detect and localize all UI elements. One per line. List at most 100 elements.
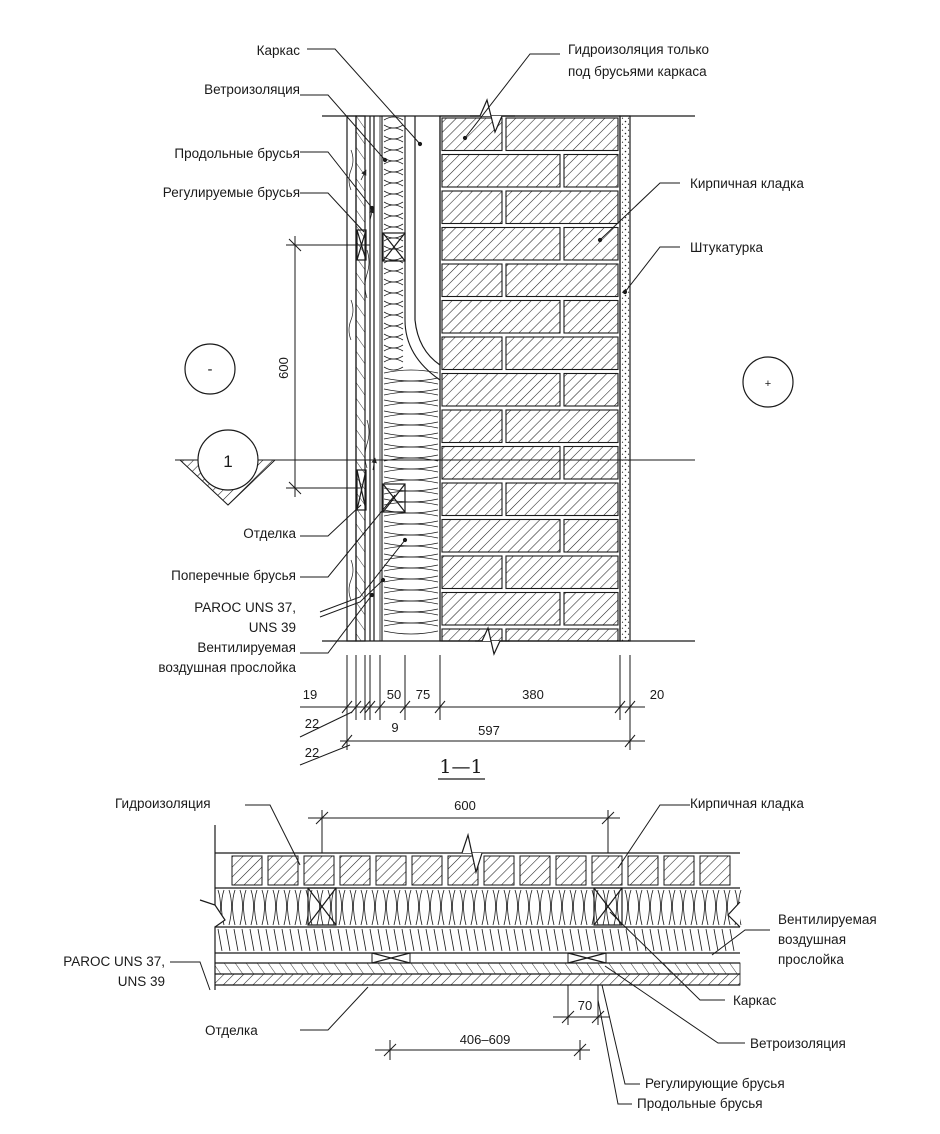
insulation-fiber: [383, 575, 439, 580]
insulation-fiber: [383, 597, 439, 602]
plan-insulation-fiber: [617, 928, 623, 952]
plan-insulation-fiber: [649, 928, 655, 952]
plan-insulation-fiber: [298, 889, 302, 926]
plan-label-otdelka: Отделка: [205, 1023, 258, 1038]
label-vent-1: Вентилируемая: [197, 640, 296, 655]
insulation-fiber: [383, 259, 404, 264]
break-marks: [470, 98, 515, 656]
plan-insulation-fiber: [419, 889, 423, 926]
plan-insulation-fiber: [449, 928, 455, 952]
plan-insulation-fiber: [625, 928, 631, 952]
insulation-fiber: [383, 182, 404, 187]
plan-label-vetroizol: Ветроизоляция: [750, 1036, 846, 1051]
plan-insulation-fiber: [217, 928, 223, 952]
plan-insulation-fiber: [705, 889, 709, 926]
insulation-fiber: [383, 336, 404, 341]
insulation-fiber: [383, 534, 439, 539]
plan-insulation-fiber: [628, 889, 632, 926]
plan-insulation-fiber: [287, 889, 291, 926]
insulation-fiber: [383, 135, 404, 140]
insulation-fiber: [383, 377, 439, 382]
plan-insulation-fiber: [551, 889, 555, 926]
plan-label-prodol: Продольные брусья: [637, 1096, 763, 1111]
plan-insulation-fiber: [497, 928, 503, 952]
plan-insulation-fiber: [342, 889, 346, 926]
dim-22a: 22: [305, 716, 319, 731]
plan-insulation-fiber: [503, 889, 507, 926]
plan-insulation-fiber: [437, 889, 441, 926]
plan-insulation-fiber: [525, 889, 529, 926]
plan-insulation-fiber: [294, 889, 298, 926]
plan-insulation-fiber: [426, 889, 430, 926]
insulation-fiber: [383, 278, 404, 283]
plan-insulation-fiber: [273, 928, 279, 952]
insulation-fiber: [383, 193, 404, 198]
dim-22b: 22: [305, 745, 319, 760]
insulation-fiber: [383, 116, 404, 121]
plan-insulation-fiber: [249, 928, 255, 952]
plan-insulation-fiber: [371, 889, 375, 926]
insulation-fiber: [383, 369, 439, 374]
plan-insulation-fiber: [243, 889, 247, 926]
plan-insulation-fiber: [364, 889, 368, 926]
plan-insulation-fiber: [690, 889, 694, 926]
plan-insulation-fiber: [386, 889, 390, 926]
plan-insulation-fiber: [562, 889, 566, 926]
plan-longitudinal-layer: [214, 973, 741, 986]
brick-masonry: [441, 117, 619, 642]
plan-insulation-fiber: [272, 889, 276, 926]
plan-finish-layer: [214, 962, 741, 975]
dim-9: 9: [391, 720, 398, 735]
plan-insulation-fiber: [320, 889, 324, 926]
plan-insulation-fiber: [474, 889, 478, 926]
insulation-fiber: [383, 237, 404, 242]
insulation-fiber: [383, 322, 404, 327]
plan-insulation-fiber: [305, 889, 309, 926]
plan-insulation-fiber: [641, 928, 647, 952]
minus-sign: -: [208, 361, 213, 378]
plan-insulation-fiber: [316, 889, 320, 926]
insulation-fiber: [383, 190, 404, 195]
plus-sign: +: [765, 378, 771, 390]
plan-insulation-fiber: [345, 928, 351, 952]
insulation-fiber: [383, 564, 439, 569]
plan-insulation-fiber: [712, 889, 716, 926]
insulation-fiber: [383, 435, 439, 440]
insulation-fiber: [383, 168, 404, 173]
dim-597: 597: [478, 723, 500, 738]
label-prodol: Продольные брусья: [174, 146, 300, 161]
insulation-fiber: [383, 490, 439, 495]
plan-insulation-fiber: [496, 889, 500, 926]
plan-insulation-fiber: [265, 928, 271, 952]
plan-insulation-fiber: [657, 928, 663, 952]
plan-insulation-fiber: [448, 889, 452, 926]
plan-insulation-fiber: [553, 928, 559, 952]
plan-break-marks: [199, 832, 741, 928]
insulation-fiber: [383, 171, 404, 176]
label-vetroizol: Ветроизоляция: [204, 82, 300, 97]
plan-insulation-fiber: [609, 928, 615, 952]
plan-insulation-fiber: [241, 928, 247, 952]
insulation-fiber: [383, 586, 439, 591]
insulation-fiber: [383, 600, 439, 605]
plan-insulation-fiber: [470, 889, 474, 926]
plan-insulation-fiber: [716, 889, 720, 926]
label-vent-2: воздушная прослойка: [158, 660, 296, 675]
plan-dims: [308, 810, 620, 1060]
plan-insulation-fiber: [257, 928, 263, 952]
plan-insulation-fiber: [602, 889, 606, 926]
insulation-fiber: [383, 421, 439, 426]
plan-insulation-fiber: [521, 928, 527, 952]
plan-insulation-fiber: [408, 889, 412, 926]
insulation-fiber: [383, 399, 439, 404]
plan-insulation-fiber: [569, 889, 573, 926]
plan-insulation-fiber: [305, 928, 311, 952]
plan-insulation-fiber: [697, 928, 703, 952]
section-leaders: [300, 48, 680, 654]
plan-insulation-fiber: [569, 928, 575, 952]
plan-label-karkas: Каркас: [733, 993, 777, 1008]
plan-insulation: [217, 889, 742, 952]
plan-insulation-fiber: [232, 889, 236, 926]
plan-insulation-fiber: [430, 889, 434, 926]
plan-insulation-fiber: [481, 889, 485, 926]
